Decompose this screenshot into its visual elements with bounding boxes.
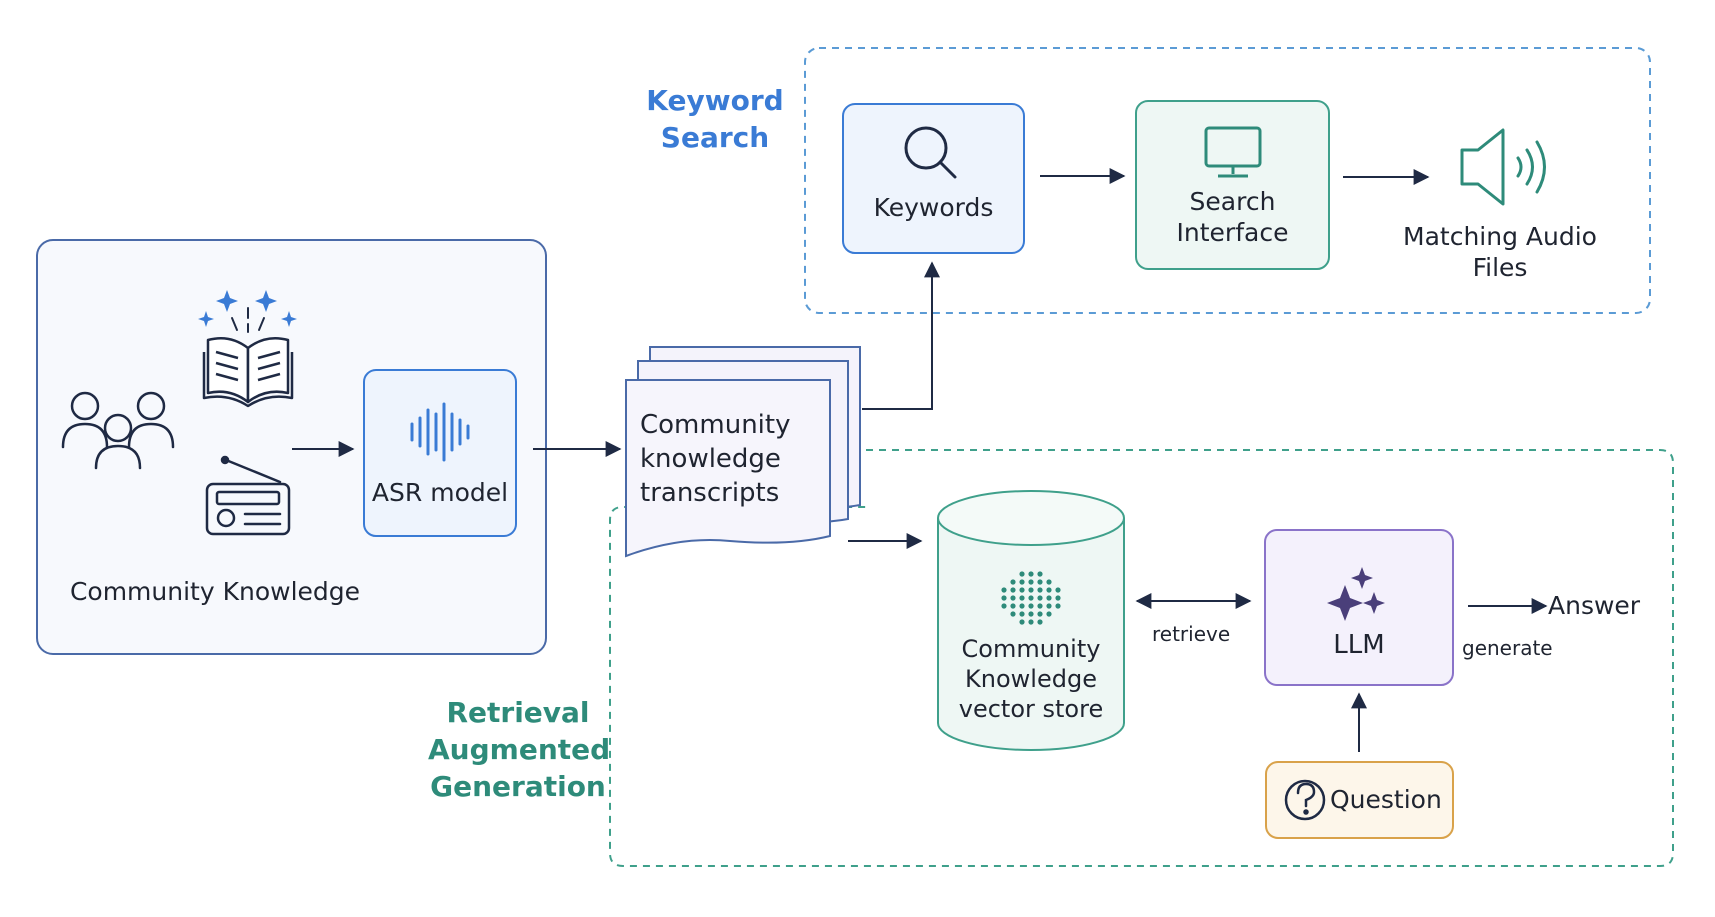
embedding-dot — [1010, 603, 1016, 609]
community-knowledge-label: Community Knowledge — [69, 577, 361, 606]
embedding-dot — [1019, 603, 1025, 609]
embedding-dots-icon — [1001, 571, 1061, 625]
arrow-transcripts-to-keywords — [862, 261, 940, 410]
embedding-dot — [1055, 603, 1061, 609]
matching-audio-label: Matching Audio Files — [1400, 221, 1600, 283]
embedding-dot — [1010, 587, 1016, 593]
embedding-dot — [1037, 611, 1043, 617]
embedding-dot — [1028, 595, 1034, 601]
community-knowledge-panel — [36, 239, 547, 655]
embedding-dot — [1028, 571, 1034, 577]
embedding-dot — [1046, 587, 1052, 593]
magnifier-icon — [904, 126, 957, 179]
search-interface-box — [1135, 100, 1330, 270]
transcripts-label-line-2: knowledge — [640, 444, 781, 474]
people-group-icon — [61, 391, 175, 470]
embedding-dot — [1037, 603, 1043, 609]
asr-model-label: ASR model — [371, 478, 509, 507]
embedding-dot — [1037, 619, 1043, 625]
embedding-dot — [1037, 587, 1043, 593]
transcripts-label: Community knowledge transcripts — [640, 408, 810, 510]
embedding-dot — [1010, 579, 1016, 585]
keyword-search-title-line-2: Search — [660, 121, 770, 154]
rag-title-line-1: Retrieval — [446, 696, 590, 729]
rag-region — [609, 449, 1674, 867]
embedding-dot — [1055, 587, 1061, 593]
asr-model-box — [363, 369, 517, 537]
question-label: Question — [1330, 785, 1442, 814]
matching-audio-label-line-1: Matching Audio — [1403, 222, 1597, 251]
embedding-dot — [1001, 603, 1007, 609]
rag-title-line-3: Generation — [430, 770, 606, 803]
embedding-dot — [1046, 579, 1052, 585]
embedding-dot — [1019, 611, 1025, 617]
vector-store-label-line-1: Community — [961, 635, 1101, 663]
radio-icon — [205, 455, 291, 536]
answer-label: Answer — [1548, 591, 1641, 620]
embedding-dot — [1019, 595, 1025, 601]
search-interface-label-line-2: Interface — [1176, 218, 1289, 247]
embedding-dot — [1055, 595, 1061, 601]
embedding-dot — [1010, 595, 1016, 601]
vector-store-label-line-2: Knowledge — [965, 665, 1097, 693]
sparkles-small-icon — [198, 290, 297, 327]
embedding-dot — [1037, 595, 1043, 601]
keywords-box — [842, 103, 1025, 254]
embedding-dot — [1028, 611, 1034, 617]
monitor-icon — [1204, 126, 1262, 178]
sparkle-lines — [231, 307, 265, 333]
embedding-dot — [1037, 579, 1043, 585]
embedding-dot — [1028, 603, 1034, 609]
embedding-dot — [1001, 595, 1007, 601]
embedding-dot — [1028, 579, 1034, 585]
llm-box — [1264, 529, 1454, 686]
embedding-dot — [1046, 603, 1052, 609]
embedding-dot — [1046, 611, 1052, 617]
transcripts-stack — [625, 346, 861, 558]
embedding-dot — [1037, 571, 1043, 577]
question-box — [1265, 761, 1454, 839]
generate-label: generate — [1462, 636, 1553, 660]
question-circle-icon — [1284, 779, 1326, 821]
sparkles-icon — [1327, 567, 1385, 621]
embedding-dot — [1019, 571, 1025, 577]
rag-title: Retrieval Augmented Generation — [428, 694, 611, 805]
search-interface-label-line-1: Search — [1189, 187, 1276, 216]
open-book-icon — [202, 337, 294, 408]
vector-store-cylinder — [937, 490, 1125, 751]
llm-label: LLM — [1333, 630, 1385, 660]
embedding-dot — [1019, 579, 1025, 585]
rag-title-line-2: Augmented — [428, 733, 611, 766]
embedding-dot — [1028, 619, 1034, 625]
keyword-search-region — [804, 47, 1651, 314]
keywords-label: Keywords — [873, 193, 994, 222]
search-interface-label: Search Interface — [1136, 186, 1329, 248]
transcripts-label-line-1: Community — [640, 410, 791, 440]
embedding-dot — [1019, 587, 1025, 593]
transcripts-label-line-3: transcripts — [640, 478, 780, 508]
embedding-dot — [1001, 587, 1007, 593]
speaker-icon — [1460, 128, 1546, 206]
keyword-search-title-line-1: Keyword — [646, 84, 784, 117]
matching-audio-label-line-2: Files — [1472, 253, 1528, 282]
audio-waveform-icon — [410, 402, 470, 462]
embedding-dot — [1010, 611, 1016, 617]
keyword-search-title: Keyword Search — [640, 82, 790, 156]
embedding-dot — [1019, 619, 1025, 625]
embedding-dot — [1028, 587, 1034, 593]
retrieve-label: retrieve — [1152, 622, 1231, 646]
vector-store-label-line-3: vector store — [958, 695, 1104, 723]
embedding-dot — [1046, 595, 1052, 601]
vector-store-label: Community Knowledge vector store — [938, 634, 1124, 724]
